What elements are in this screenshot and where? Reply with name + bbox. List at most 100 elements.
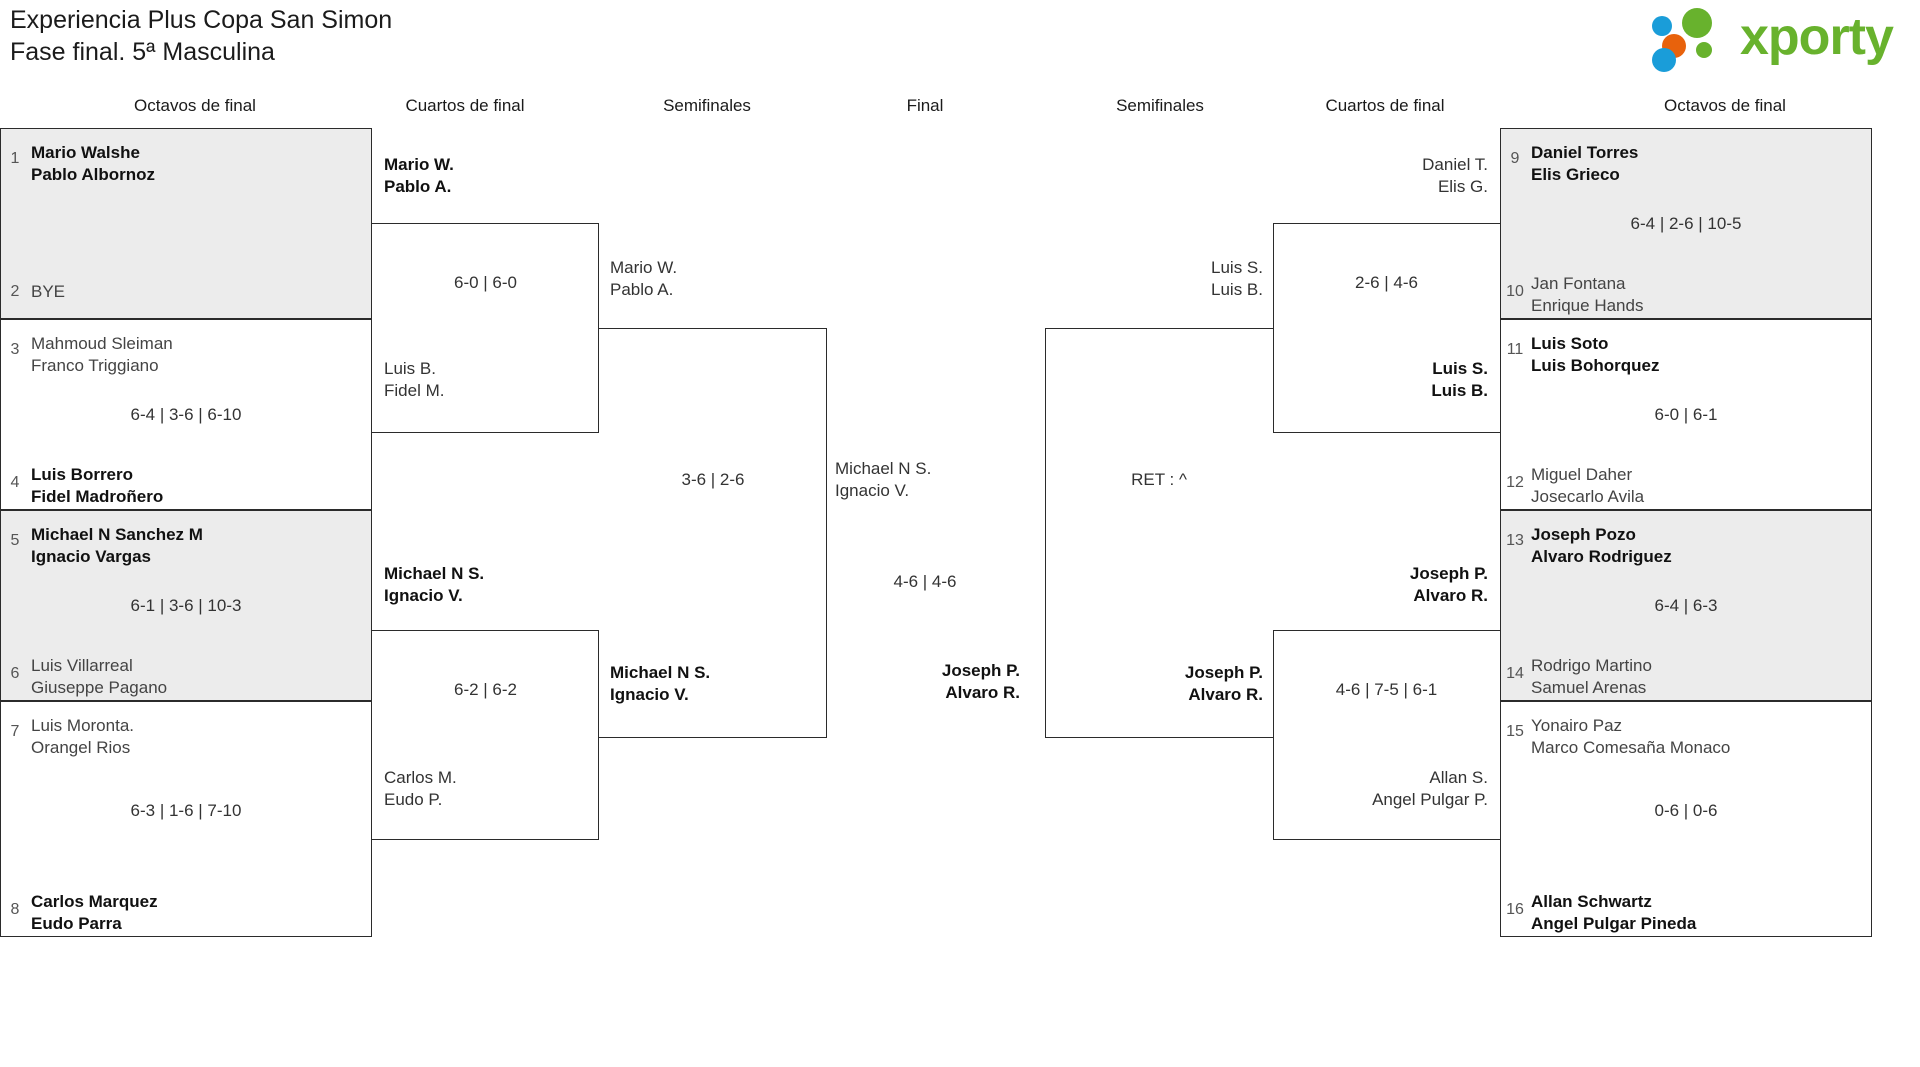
seed-number: 8 <box>10 901 20 918</box>
match-right-r16-3[interactable]: 13 Joseph Pozo Alvaro Rodriguez 6-4 | 6-… <box>1500 510 1872 701</box>
logo-dot-blue-bottom <box>1652 48 1676 72</box>
match-score: RET : ^ <box>1131 470 1187 489</box>
round-header-right-r16: Octavos de final <box>1664 96 1786 115</box>
player-name-1: Mario Walshe <box>31 143 140 162</box>
player-name-2: Orangel Rios <box>31 738 131 757</box>
player-name-2: Luis B. <box>1431 381 1488 400</box>
match-right-sf[interactable] <box>1045 328 1273 738</box>
player-name-1: Joseph P. <box>1184 663 1263 682</box>
team-top: Joseph P. Alvaro R. <box>1273 563 1488 607</box>
match-score: 6-3 | 1-6 | 7-10 <box>130 801 242 820</box>
match-score: 6-1 | 3-6 | 10-3 <box>130 596 242 615</box>
seed-number: 5 <box>10 532 20 549</box>
player-name-1: Luis S. <box>1211 258 1263 277</box>
player-name-1: Jan Fontana <box>1531 274 1626 293</box>
xporty-logo[interactable]: xporty <box>1652 6 1902 72</box>
seed-number: 6 <box>10 665 20 682</box>
team-bottom: Allan S. Angel Pulgar P. <box>1273 767 1488 811</box>
logo-dot-green-small <box>1696 42 1712 58</box>
tournament-phase: Fase final. 5ª Masculina <box>10 38 275 66</box>
player-name-2: Ignacio Vargas <box>31 547 151 566</box>
match-left-sf[interactable] <box>599 328 827 738</box>
team-bottom: Joseph P. Alvaro R. <box>1053 662 1263 706</box>
team-top: Joseph Pozo Alvaro Rodriguez <box>1501 524 1871 568</box>
match-right-r16-2[interactable]: 11 Luis Soto Luis Bohorquez 6-0 | 6-1 12… <box>1500 319 1872 510</box>
player-name-1: Daniel T. <box>1422 155 1488 174</box>
match-right-qf-1[interactable] <box>1273 223 1500 433</box>
match-left-qf-1[interactable] <box>372 223 599 433</box>
player-name-2: Angel Pulgar P. <box>1372 790 1488 809</box>
round-header-right-qf: Cuartos de final <box>1325 96 1445 115</box>
team-top: Michael N S. Ignacio V. <box>384 563 484 607</box>
seed-number: 4 <box>10 474 20 491</box>
seed-number: 12 <box>1506 474 1524 491</box>
match-score: 3-6 | 2-6 <box>681 470 745 489</box>
team-top: Yonairo Paz Marco Comesaña Monaco <box>1501 715 1871 759</box>
seed-number: 7 <box>10 723 20 740</box>
team-bottom: BYE <box>1 281 371 303</box>
final-left-team: Michael N S. Ignacio V. <box>835 458 931 502</box>
player-name-1: Miguel Daher <box>1531 465 1633 484</box>
player-name-1: Luis Soto <box>1531 334 1609 353</box>
team-top: Mario Walshe Pablo Albornoz <box>1 142 371 186</box>
match-score: 6-4 | 2-6 | 10-5 <box>1630 214 1742 233</box>
team-bottom: Jan Fontana Enrique Hands <box>1501 273 1871 317</box>
player-name-2: Samuel Arenas <box>1531 678 1647 697</box>
player-name-1: Rodrigo Martino <box>1531 656 1652 675</box>
player-name-1: Allan Schwartz <box>1531 892 1652 911</box>
round-header-left-r16: Octavos de final <box>134 96 256 115</box>
team-bottom: Carlos M. Eudo P. <box>384 767 457 811</box>
match-left-r16-3[interactable]: 5 Michael N Sanchez M Ignacio Vargas 6-1… <box>0 510 372 701</box>
player-name-2: Alvaro R. <box>1188 685 1263 704</box>
team-bottom: Luis Villarreal Giuseppe Pagano <box>1 655 371 699</box>
player-name-2: Ignacio V. <box>835 481 910 500</box>
seed-number: 11 <box>1506 341 1524 358</box>
player-name-1: Joseph P. <box>1409 564 1488 583</box>
page-title: Experiencia Plus Copa San Simon Fase fin… <box>10 4 392 68</box>
seed-number: 1 <box>10 150 20 167</box>
logo-wordmark: xporty <box>1740 8 1894 66</box>
match-score: 4-6 | 7-5 | 6-1 <box>1335 680 1438 699</box>
player-name-2: Fidel Madroñero <box>31 487 164 506</box>
match-right-r16-4[interactable]: 15 Yonairo Paz Marco Comesaña Monaco 0-6… <box>1500 701 1872 937</box>
player-name-2: Marco Comesaña Monaco <box>1531 738 1731 757</box>
team-bottom: Luis B. Fidel M. <box>384 358 444 402</box>
team-top: Luis Soto Luis Bohorquez <box>1501 333 1871 377</box>
team-top: Luis S. Luis B. <box>1053 257 1263 301</box>
match-right-r16-1[interactable]: 9 Daniel Torres Elis Grieco 6-4 | 2-6 | … <box>1500 128 1872 319</box>
match-score: 6-2 | 6-2 <box>453 680 517 699</box>
team-top: Michael N Sanchez M Ignacio Vargas <box>1 524 371 568</box>
logo-dot-blue-top <box>1652 16 1672 36</box>
round-header-left-qf: Cuartos de final <box>405 96 525 115</box>
match-left-r16-4[interactable]: 7 Luis Moronta. Orangel Rios 6-3 | 1-6 |… <box>0 701 372 937</box>
player-name-1: BYE <box>31 282 66 301</box>
seed-number: 9 <box>1510 150 1520 167</box>
final-score: 4-6 | 4-6 <box>893 572 957 591</box>
player-name-1: Mario W. <box>610 258 678 277</box>
player-name-1: Luis Moronta. <box>31 716 134 735</box>
match-left-r16-2[interactable]: 3 Mahmoud Sleiman Franco Triggiano 6-4 |… <box>0 319 372 510</box>
match-score: 2-6 | 4-6 <box>1354 273 1418 292</box>
match-left-r16-1[interactable]: 1 Mario Walshe Pablo Albornoz 2 BYE <box>0 128 372 319</box>
team-bottom: Rodrigo Martino Samuel Arenas <box>1501 655 1871 699</box>
seed-number: 14 <box>1506 665 1524 682</box>
team-bottom: Luis S. Luis B. <box>1273 358 1488 402</box>
match-score: 6-4 | 3-6 | 6-10 <box>130 405 242 424</box>
player-name-2: Ignacio V. <box>610 685 689 704</box>
match-score: 6-0 | 6-0 <box>453 273 517 292</box>
player-name-2: Eudo Parra <box>31 914 122 933</box>
round-header-right-sf: Semifinales <box>1116 96 1204 115</box>
player-name-2: Alvaro R. <box>1413 586 1488 605</box>
round-header-left-sf: Semifinales <box>663 96 751 115</box>
match-left-qf-2[interactable] <box>372 630 599 840</box>
player-name-2: Pablo Albornoz <box>31 165 156 184</box>
round-header-final: Final <box>906 96 944 115</box>
team-top: Mario W. Pablo A. <box>610 257 677 301</box>
match-right-qf-2[interactable] <box>1273 630 1500 840</box>
team-top: Daniel Torres Elis Grieco <box>1501 142 1871 186</box>
player-name-2: Luis B. <box>1211 280 1263 299</box>
team-bottom: Carlos Marquez Eudo Parra <box>1 891 371 935</box>
team-bottom: Miguel Daher Josecarlo Avila <box>1501 464 1871 508</box>
player-name-2: Enrique Hands <box>1531 296 1644 315</box>
player-name-1: Yonairo Paz <box>1531 716 1623 735</box>
